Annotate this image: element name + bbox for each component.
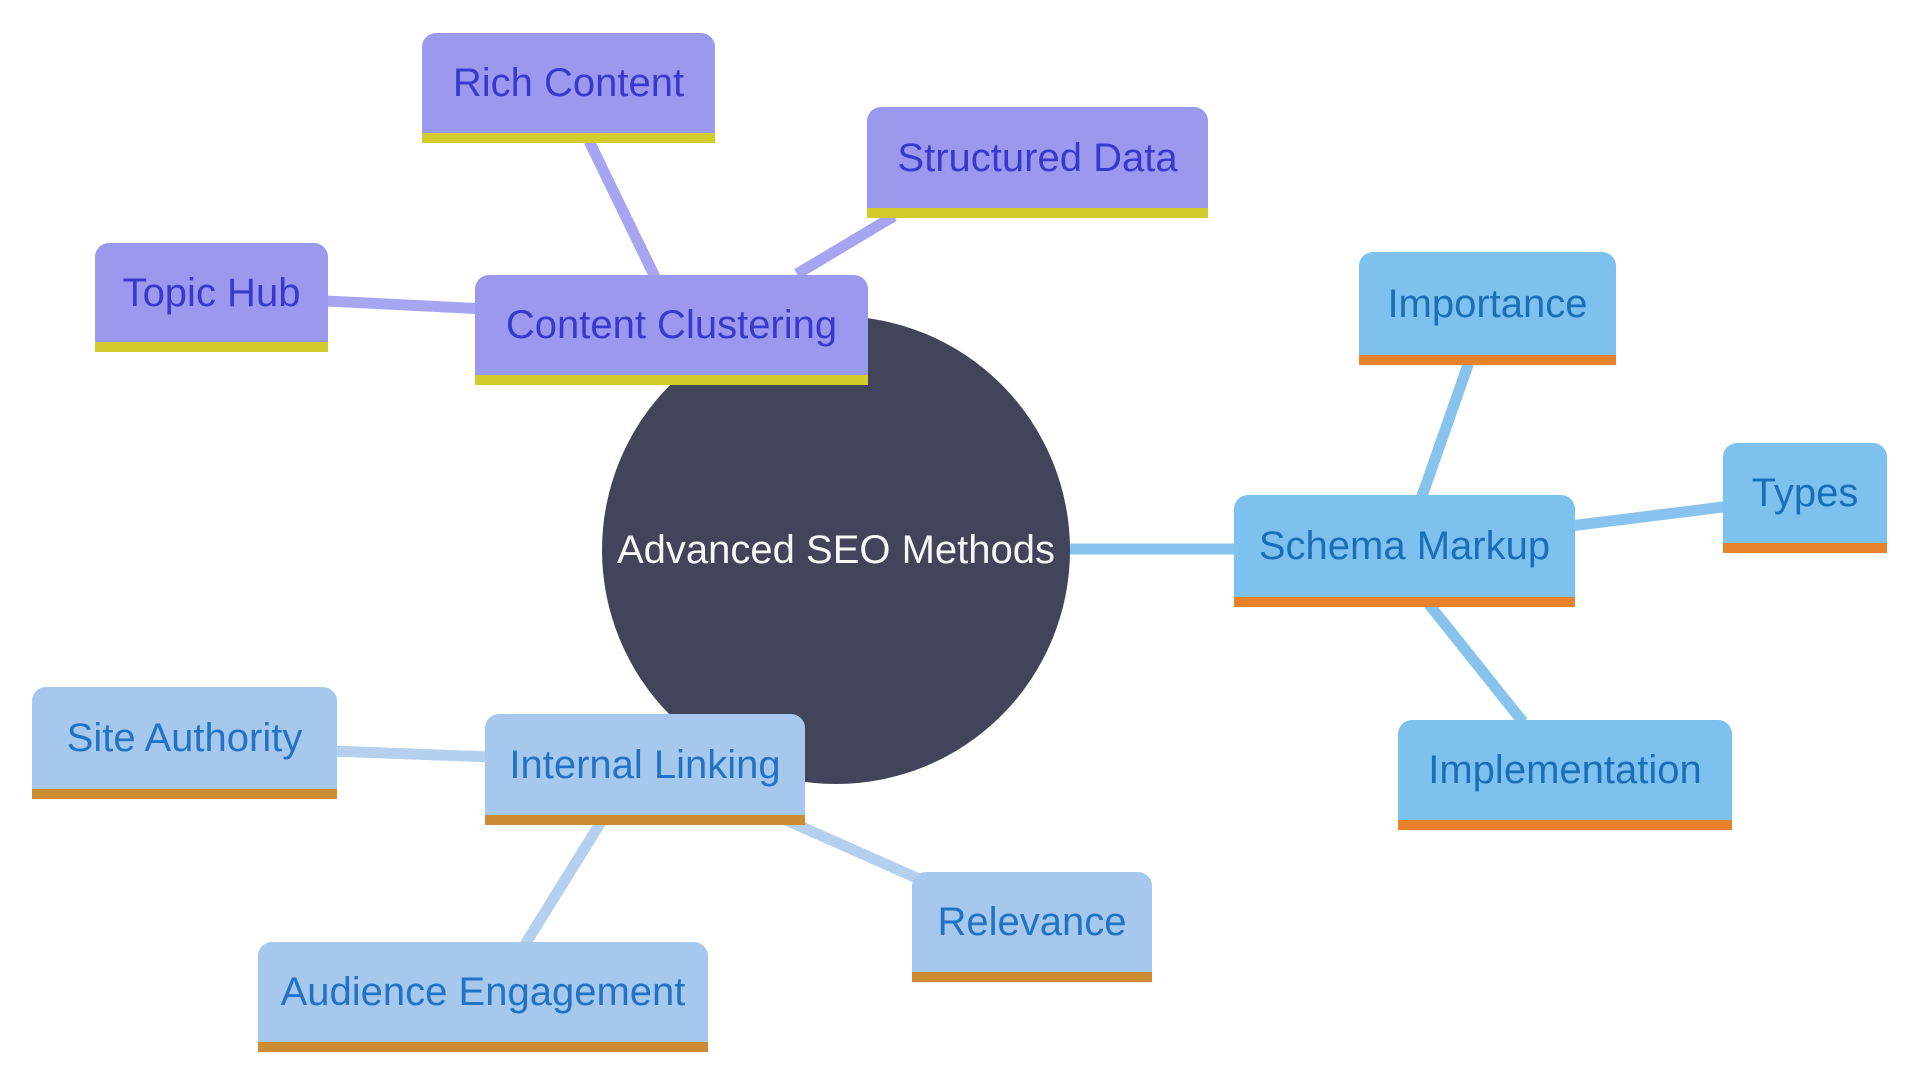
node-label: Types	[1751, 471, 1859, 515]
node-label: Importance	[1387, 281, 1588, 326]
node-label: Topic Hub	[122, 270, 301, 315]
node-label: Internal Linking	[509, 742, 781, 787]
edge-topic-hub-to-content-clustering	[325, 295, 487, 315]
node-label: Site Authority	[66, 716, 303, 760]
edge-internal-linking-to-audience-engagement	[519, 819, 606, 949]
edge-schema-markup-to-implementation	[1423, 599, 1528, 726]
node-structured-data: Structured Data	[867, 107, 1208, 218]
root-node-advanced-seo-methods: Advanced SEO Methods	[602, 316, 1070, 784]
edge-importance-to-schema-markup	[1415, 360, 1475, 501]
edge-site-authority-to-internal-linking	[331, 745, 493, 763]
node-relevance: Relevance	[912, 872, 1152, 982]
node-audience-engagement: Audience Engagement	[258, 942, 708, 1052]
node-content-clustering: Content Clustering	[475, 275, 868, 385]
edge-rich-content-to-content-clustering	[584, 138, 660, 280]
node-label: Audience Engagement	[280, 970, 686, 1014]
edge-schema-markup-to-types	[1569, 500, 1732, 532]
node-importance: Importance	[1359, 252, 1616, 365]
node-label: Implementation	[1428, 748, 1702, 792]
edge-structured-data-to-content-clustering	[794, 211, 897, 279]
node-topic-hub: Topic Hub	[95, 243, 328, 352]
edge-internal-linking-to-relevance	[783, 814, 922, 885]
node-site-authority: Site Authority	[32, 687, 337, 799]
root-node-label: Advanced SEO Methods	[616, 527, 1056, 572]
node-label: Structured Data	[897, 135, 1178, 180]
node-label: Relevance	[937, 900, 1127, 944]
node-implementation: Implementation	[1398, 720, 1732, 830]
node-types: Types	[1723, 443, 1887, 553]
node-schema-markup: Schema Markup	[1234, 495, 1575, 607]
node-rich-content: Rich Content	[422, 33, 715, 143]
node-label: Rich Content	[452, 61, 685, 105]
node-label: Content Clustering	[505, 303, 838, 347]
node-label: Schema Markup	[1258, 524, 1551, 568]
node-internal-linking: Internal Linking	[485, 714, 805, 825]
